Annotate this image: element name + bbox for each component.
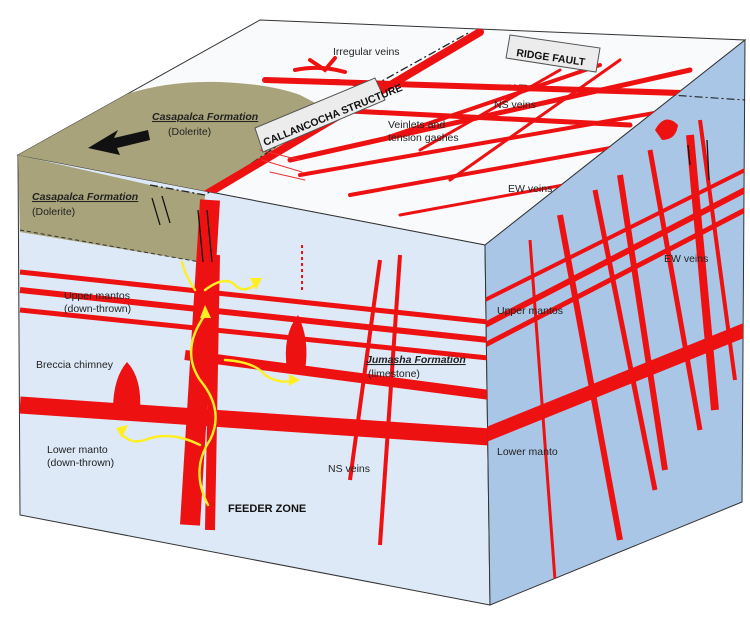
upper-manto-right-3: [485, 168, 745, 302]
ns-veins-top-label: NS veins: [494, 99, 536, 111]
ew-vein-right-2: [592, 189, 658, 491]
upper-mantos-left-2: (down-thrown): [64, 303, 131, 315]
ns-veins-bottom-label: NS veins: [328, 463, 370, 475]
casapalca-top-rock: (Dolerite): [168, 126, 211, 138]
ew-veins-right-label: EW veins: [664, 253, 708, 265]
upper-manto-2: [19, 287, 489, 343]
lower-manto-left-1: Lower manto: [47, 444, 108, 456]
fluid-flow-arrows: [118, 260, 297, 507]
lower-manto: [19, 396, 490, 446]
casapalca-side-name: Casapalca Formation: [32, 191, 138, 203]
ridge-fault-right: [686, 134, 719, 411]
ns-vein-top-2: [378, 63, 602, 142]
feeder-zone-label: FEEDER ZONE: [228, 503, 306, 515]
veinlets-label-1: Veinlets and: [388, 119, 445, 131]
irregular-veins-label: Irregular veins: [333, 46, 400, 58]
jumasha-name: Jumasha Formation: [366, 354, 466, 366]
fault-offset-markers: [151, 139, 710, 263]
ew-vein-top-1: [287, 67, 693, 163]
upper-mantos-left-1: Upper mantos: [64, 290, 130, 302]
irregular-vein-2: [318, 79, 357, 87]
feeder-zone-vein: [180, 199, 220, 526]
jumasha-chimney: [285, 315, 307, 370]
casapalca-side-rock: (Dolerite): [32, 206, 75, 218]
ew-veins-top-label: EW veins: [508, 183, 552, 195]
dolerite-front-area: [18, 155, 205, 262]
upper-manto-3: [19, 307, 489, 361]
ew-vein-right-3: [617, 174, 668, 471]
lower-manto-right: Lower manto: [497, 446, 558, 458]
lower-manto-left-2: (down-thrown): [47, 457, 114, 469]
upper-manto-right-1: [485, 187, 745, 328]
upper-manto-1: [19, 269, 489, 325]
veinlets-label-2: tension gashes: [388, 132, 459, 144]
casapalca-top-name: Casapalca Formation: [152, 111, 258, 123]
ew-vein-right-5: [698, 119, 737, 381]
top-right-bulge-vein: [655, 119, 678, 140]
jumasha-rock: (limestone): [368, 368, 420, 380]
ns-vein-top-3: [418, 68, 562, 152]
breccia-chimney: [113, 362, 141, 410]
ns-vein-front-1: [348, 259, 382, 481]
ns-vein-top-1: [327, 107, 633, 128]
upper-mantos-right: Upper mantos: [497, 305, 563, 317]
breccia-chimney-label: Breccia chimney: [36, 359, 114, 371]
veinlets-gashes: [259, 149, 306, 181]
movement-arrow-icon: [88, 130, 150, 155]
irregular-vein-1: [293, 56, 347, 74]
ew-vein-top-2: [298, 103, 702, 177]
ew-vein-right-1: [557, 214, 623, 541]
ew-vein-right-4: [647, 149, 703, 431]
feeder-branch: [205, 254, 220, 531]
dolerite-contact-line: [19, 229, 201, 263]
right-face: [484, 38, 746, 606]
lower-manto-right: [485, 323, 745, 442]
ns-vein-front-2: [378, 254, 402, 546]
ns-vein-top-4: [448, 58, 622, 182]
ew-vein-right-6: [528, 239, 557, 581]
callancocha-trace: [149, 31, 471, 196]
fluid-arrowheads: [116, 278, 300, 438]
